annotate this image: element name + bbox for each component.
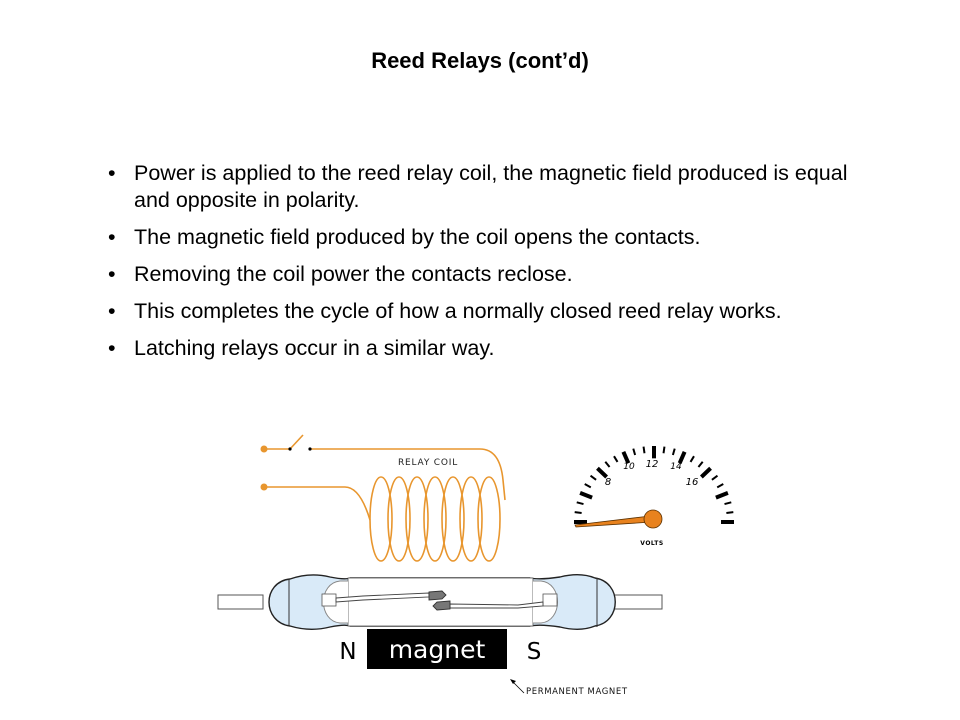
bullet-item: •Removing the coil power the contacts re… — [108, 262, 573, 286]
bullet-item: •Latching relays occur in a similar way. — [108, 336, 495, 360]
gauge-minor-tick — [689, 455, 695, 463]
magnet-bar — [367, 629, 507, 669]
relay-coil — [260, 434, 506, 562]
lead-left — [217, 594, 264, 610]
gauge-minor-tick — [574, 511, 582, 514]
gauge-hub — [643, 509, 663, 529]
coil-label: RELAY COIL — [398, 458, 458, 468]
gauge-major-tick — [715, 491, 729, 500]
gauge-minor-tick — [632, 448, 637, 456]
gauge-minor-tick — [642, 446, 646, 454]
reed-switch — [217, 574, 663, 630]
bullet-item: •Power is applied to the reed relay coil… — [108, 161, 848, 212]
gauge-major-tick — [596, 466, 609, 479]
gauge-major-tick — [621, 450, 631, 464]
gauge-minor-tick — [671, 448, 676, 456]
bullet-icon: • — [108, 336, 116, 360]
coil-loops — [369, 476, 501, 562]
gauge-minor-tick — [604, 461, 611, 468]
gauge-tick-label: 10 — [623, 462, 635, 472]
bullet-icon: • — [108, 161, 116, 185]
gauge-tick-label: 14 — [670, 462, 682, 472]
gauge-tick-label: 16 — [686, 477, 699, 488]
permanent-magnet: magnet N S PERMANENT MAGNET — [339, 629, 627, 697]
bullet-icon: • — [108, 225, 116, 249]
south-pole-label: S — [527, 639, 542, 665]
gauge-ticks — [574, 446, 734, 524]
slide-title: Reed Relays (cont’d) — [371, 48, 589, 73]
gauge-minor-tick — [576, 501, 584, 506]
lead-right — [613, 594, 663, 610]
gauge-unit-label: VOLTS — [640, 540, 663, 547]
gauge-major-tick — [699, 466, 712, 479]
bullet-list: •Power is applied to the reed relay coil… — [108, 160, 868, 372]
north-pole-label: N — [339, 639, 356, 665]
gauge-major-tick — [579, 491, 593, 500]
gauge-minor-tick — [589, 474, 597, 481]
gauge-minor-tick — [613, 455, 619, 463]
gauge-minor-tick — [716, 483, 724, 489]
magnet-callout: PERMANENT MAGNET — [526, 687, 628, 697]
magnet-label: magnet — [389, 635, 486, 664]
gauge-minor-tick — [662, 446, 666, 454]
gauge-minor-tick — [726, 511, 734, 514]
gauge-major-tick — [677, 450, 687, 464]
gauge-minor-tick — [724, 501, 732, 506]
gauge-tick-label: 12 — [646, 459, 659, 470]
gauge-minor-tick — [584, 483, 592, 489]
reed-contacts — [335, 590, 544, 611]
switch-lever — [289, 434, 304, 450]
gauge-minor-tick — [711, 474, 719, 481]
bullet-item: •The magnetic field produced by the coil… — [108, 225, 701, 249]
bullet-icon: • — [108, 299, 116, 323]
gauge-tick-label: 8 — [605, 477, 611, 488]
bullet-item: •This completes the cycle of how a norma… — [108, 299, 782, 323]
gauge-minor-tick — [697, 461, 704, 468]
volt-gauge: 8 10 12 14 16 VOLTS — [574, 446, 734, 547]
bullet-icon: • — [108, 262, 116, 286]
